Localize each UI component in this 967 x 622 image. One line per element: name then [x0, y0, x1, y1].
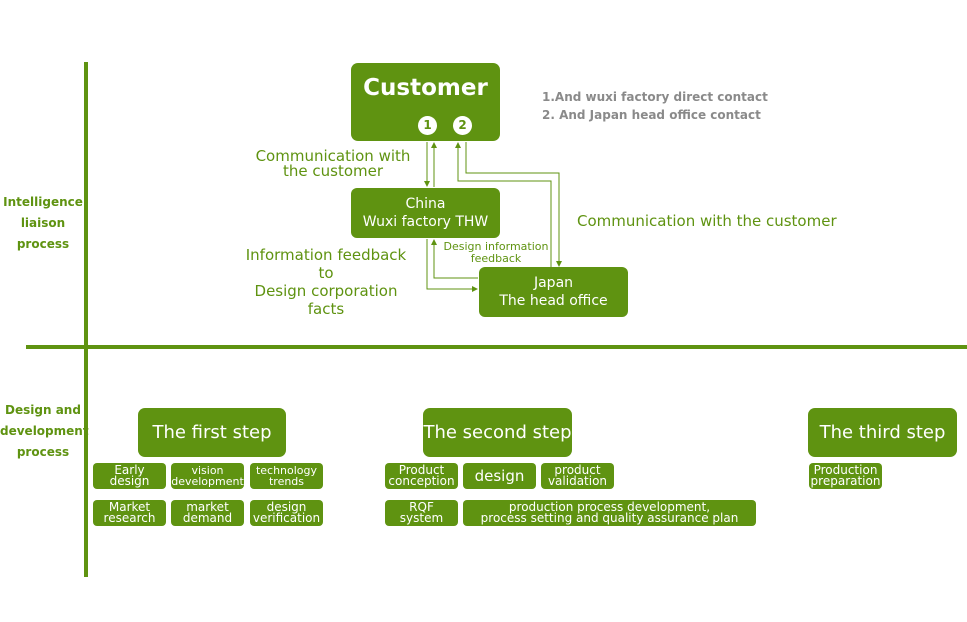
- chip-production-preparation: Production preparation: [809, 463, 882, 489]
- chip-production-process-development: production process development, process …: [463, 500, 756, 526]
- section-label-intelligence: Intelligence liaison process: [3, 195, 83, 251]
- chip-market-research: Market research: [93, 500, 166, 526]
- note-line-2: 2. And Japan head office contact: [542, 108, 761, 122]
- horizontal-divider: [26, 345, 967, 349]
- annotation-info-feedback: Information feedback to Design corporati…: [245, 246, 407, 318]
- japan-head-office-box: Japan The head office: [479, 267, 628, 317]
- badge-1: 1: [418, 116, 437, 135]
- chip-product-validation: product validation: [541, 463, 614, 489]
- chip-market-demand: market demand: [171, 500, 244, 526]
- customer-title: Customer: [363, 75, 488, 101]
- chip-technology-trends: technology trends: [250, 463, 323, 489]
- chip-product-conception: Product conception: [385, 463, 458, 489]
- china-wuxi-box: China Wuxi factory THW: [351, 188, 500, 238]
- annotation-comm-left: Communication with the customer: [255, 147, 411, 180]
- third-step-box: The third step: [808, 408, 957, 457]
- arrow-japan-to-customer: [455, 142, 552, 268]
- arrow-japan-to-china: [431, 239, 478, 279]
- chip-rqf-system: RQF system: [385, 500, 458, 526]
- second-step-box: The second step: [423, 408, 572, 457]
- section-label-design: Design and development process: [0, 403, 89, 459]
- arrow-customer-to-japan: [465, 142, 562, 267]
- badge-2: 2: [453, 116, 472, 135]
- note-line-1: 1.And wuxi factory direct contact: [542, 90, 768, 104]
- arrow-china-to-japan: [426, 239, 478, 292]
- chip-design: design: [463, 463, 536, 489]
- chip-vision-development: vision development: [171, 463, 244, 489]
- annotation-comm-right: Communication with the customer: [577, 212, 837, 230]
- chip-design-verification: design verification: [250, 500, 323, 526]
- vertical-divider: [84, 62, 88, 577]
- first-step-box: The first step: [138, 408, 286, 457]
- chip-early-design: Early design: [93, 463, 166, 489]
- annotation-design-feedback: Design information feedback: [443, 240, 549, 265]
